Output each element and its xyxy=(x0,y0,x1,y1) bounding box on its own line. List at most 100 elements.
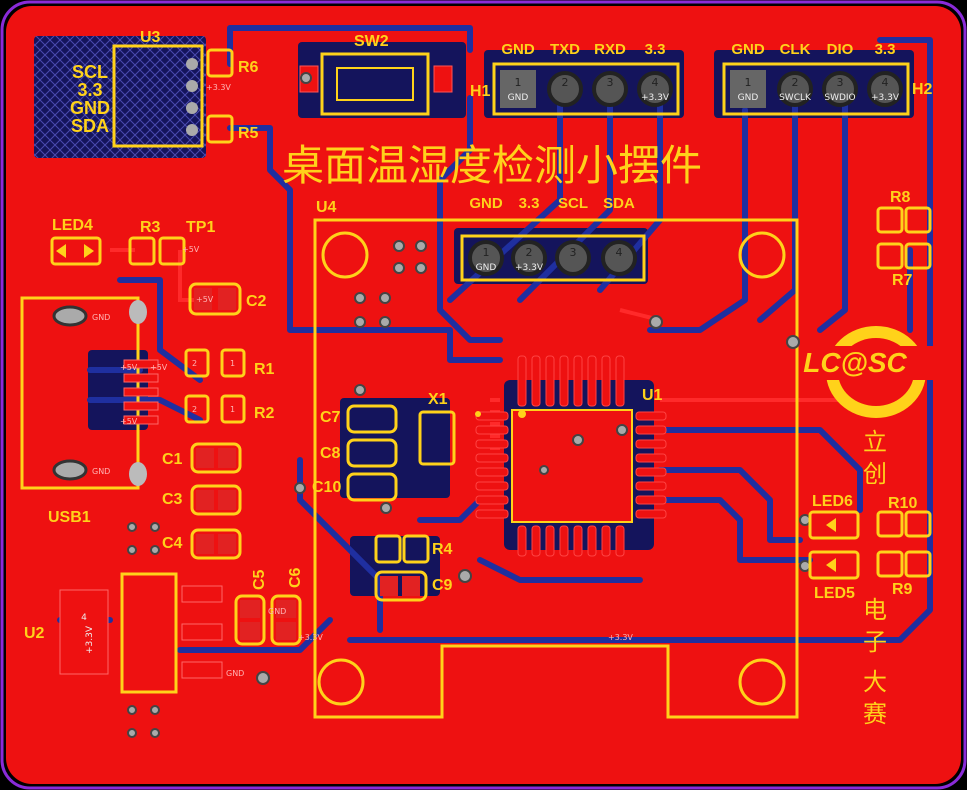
designator-h2: H2 xyxy=(912,81,933,98)
lcsc-logo-text: LC@SC xyxy=(803,347,907,378)
designator-r8: R8 xyxy=(890,189,911,206)
u2-pad-net: +3.3V xyxy=(85,625,95,654)
u2-pad-number: 4 xyxy=(81,613,87,623)
h2-pin-net: GND xyxy=(738,93,759,103)
designator-c10: C10 xyxy=(312,479,341,496)
h1-label: GND xyxy=(501,41,535,58)
designator-c7: C7 xyxy=(320,409,341,426)
traces xyxy=(57,25,933,653)
net-label-5v: +5V xyxy=(182,245,200,254)
designator-r6: R6 xyxy=(238,59,259,76)
u3-pin-label: 3.3 xyxy=(77,80,102,100)
u3-module xyxy=(112,44,204,148)
pad-number: 2 xyxy=(192,359,197,368)
brand-vertical-6: 赛 xyxy=(863,700,887,728)
designator-c5: C5 xyxy=(251,569,268,590)
passives xyxy=(50,48,932,646)
designator-r5: R5 xyxy=(238,125,259,142)
pad-number: 1 xyxy=(230,359,235,368)
h1-pin-net: GND xyxy=(508,93,529,103)
u3-pin-label: SDA xyxy=(71,116,109,136)
sensor-header-label: SDA xyxy=(603,195,635,212)
designator-r4: R4 xyxy=(432,541,453,558)
h1-label: 3.3 xyxy=(645,41,666,58)
h1-pin-net: +3.3V xyxy=(641,93,670,103)
pad-number: 1 xyxy=(230,405,235,414)
designator-tp1: TP1 xyxy=(186,219,215,236)
net-label-gnd: GND xyxy=(226,669,244,678)
designator-h1: H1 xyxy=(470,83,491,100)
brand-vertical-5: 大 xyxy=(863,668,887,696)
designator-x1: X1 xyxy=(428,391,448,408)
net-label-5v: +5V xyxy=(120,363,138,372)
h2-label: DIO xyxy=(827,41,854,58)
copper-pour xyxy=(6,6,961,784)
designator-r2: R2 xyxy=(254,405,275,422)
u2-regulator xyxy=(59,572,223,694)
h2-pin-number: 3 xyxy=(837,76,844,89)
designator-r9: R9 xyxy=(892,581,913,598)
designator-led4: LED4 xyxy=(52,217,93,234)
sensor-pin-number: 2 xyxy=(526,246,533,259)
header-h1 xyxy=(492,62,680,116)
designator-led6: LED6 xyxy=(812,493,853,510)
u3-pin-label: GND xyxy=(70,98,110,118)
designator-u1: U1 xyxy=(642,387,663,404)
brand-vertical-3: 电 xyxy=(863,596,887,624)
designator-sw2: SW2 xyxy=(354,33,389,50)
designator-c8: C8 xyxy=(320,445,341,462)
designator-u3: U3 xyxy=(140,29,161,46)
led-arrows xyxy=(56,244,836,572)
sensor-pin-number: 3 xyxy=(570,246,577,259)
h1-pin-number: 4 xyxy=(652,76,659,89)
sensor-header-label: SCL xyxy=(558,195,588,212)
sensor-pin-net: GND xyxy=(476,263,497,273)
net-label-3v3: +3.3V xyxy=(206,83,231,92)
net-label-gnd: GND xyxy=(92,467,110,476)
sensor-header-label: GND xyxy=(469,195,503,212)
h2-label: GND xyxy=(731,41,765,58)
h2-pin-number: 1 xyxy=(745,76,752,89)
sensor-header-label: 3.3 xyxy=(519,195,540,212)
h1-pin-number: 3 xyxy=(607,76,614,89)
designator-c3: C3 xyxy=(162,491,183,508)
net-label-5v: +5V xyxy=(120,417,138,426)
pad-fills xyxy=(194,288,420,640)
brand-vertical-4: 子 xyxy=(863,628,887,656)
designator-r10: R10 xyxy=(888,495,917,512)
h2-label: CLK xyxy=(780,41,811,58)
usb1 xyxy=(20,296,159,490)
h2-label: 3.3 xyxy=(875,41,896,58)
net-label-gnd: GND xyxy=(92,313,110,322)
board-title: 桌面温湿度检测小摆件 xyxy=(282,141,702,190)
h1-label: TXD xyxy=(550,41,580,58)
sensor-pin-number: 4 xyxy=(616,246,623,259)
net-label-5v: +5V xyxy=(150,363,168,372)
designator-usb1: USB1 xyxy=(48,509,91,526)
net-label-3v3: +3.3V xyxy=(608,633,633,642)
designator-c2: C2 xyxy=(246,293,267,310)
designator-r7: R7 xyxy=(892,272,913,289)
designator-r3: R3 xyxy=(140,219,161,236)
sensor-pin-number: 1 xyxy=(483,246,490,259)
designator-led5: LED5 xyxy=(814,585,855,602)
u4-outline xyxy=(313,218,799,719)
header-sensor xyxy=(460,234,646,282)
h1-pin-number: 2 xyxy=(562,76,569,89)
designator-c9: C9 xyxy=(432,577,453,594)
h2-pin-number: 4 xyxy=(882,76,889,89)
designator-u4: U4 xyxy=(316,199,337,216)
net-label-gnd: GND xyxy=(268,607,286,616)
sensor-pin-net: +3.3V xyxy=(515,263,544,273)
h2-pin-number: 2 xyxy=(792,76,799,89)
designator-c6: C6 xyxy=(287,567,304,588)
brand-vertical-1: 立 xyxy=(863,428,887,456)
net-label-5v: +5V xyxy=(196,295,214,304)
pad-number: 2 xyxy=(192,405,197,414)
header-h2 xyxy=(722,62,910,116)
brand-vertical-2: 创 xyxy=(863,460,887,488)
designator-c1: C1 xyxy=(162,451,183,468)
designator-r1: R1 xyxy=(254,361,275,378)
